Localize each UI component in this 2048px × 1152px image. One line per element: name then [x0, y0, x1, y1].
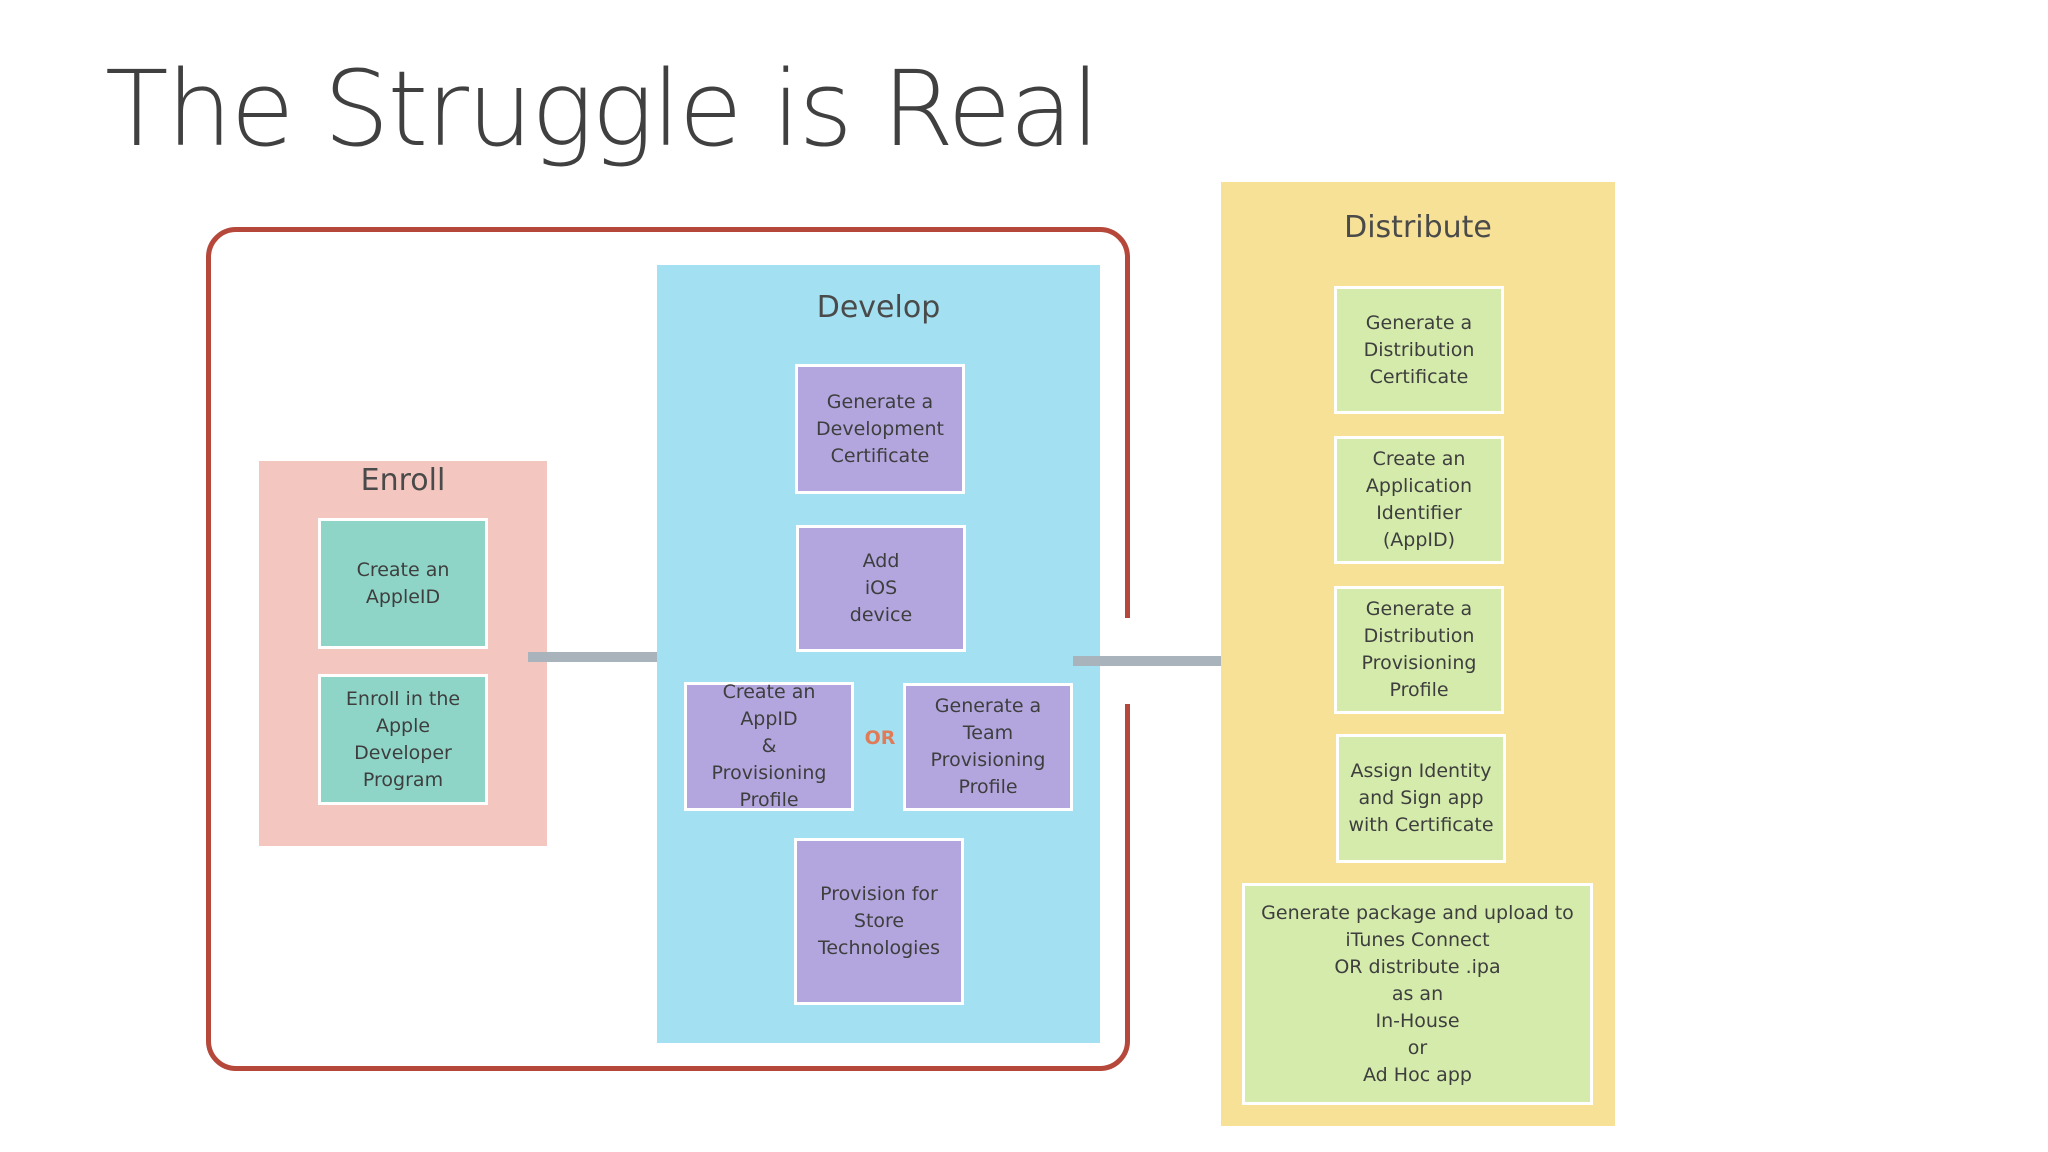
- distribute-title: Distribute: [1344, 210, 1492, 245]
- generate-package-upload-step: Generate package and upload to iTunes Co…: [1242, 883, 1593, 1105]
- provision-store-technologies-step: Provision for Store Technologies: [794, 838, 964, 1005]
- create-application-identifier-step: Create an Application Identifier (AppID): [1334, 436, 1504, 564]
- enroll-title: Enroll: [360, 463, 446, 498]
- enroll-developer-program-step: Enroll in the Apple Developer Program: [318, 674, 488, 805]
- add-ios-device-step: Add iOS device: [796, 525, 966, 652]
- create-appid-provisioning-profile-step: Create an AppID & Provisioning Profile: [684, 681, 854, 811]
- generate-development-certificate-step: Generate a Development Certificate: [795, 364, 965, 494]
- assign-identity-sign-app-step: Assign Identity and Sign app with Certif…: [1336, 734, 1506, 863]
- generate-distribution-certificate-step: Generate a Distribution Certificate: [1334, 286, 1504, 414]
- generate-team-provisioning-profile-step: Generate a Team Provisioning Profile: [903, 683, 1073, 811]
- generate-distribution-provisioning-profile-step: Generate a Distribution Provisioning Pro…: [1334, 586, 1504, 714]
- create-appleid-step: Create an AppleID: [318, 518, 488, 649]
- slide-title: The Struggle is Real: [105, 48, 1100, 170]
- develop-title: Develop: [816, 290, 941, 325]
- or-label: OR: [864, 727, 896, 749]
